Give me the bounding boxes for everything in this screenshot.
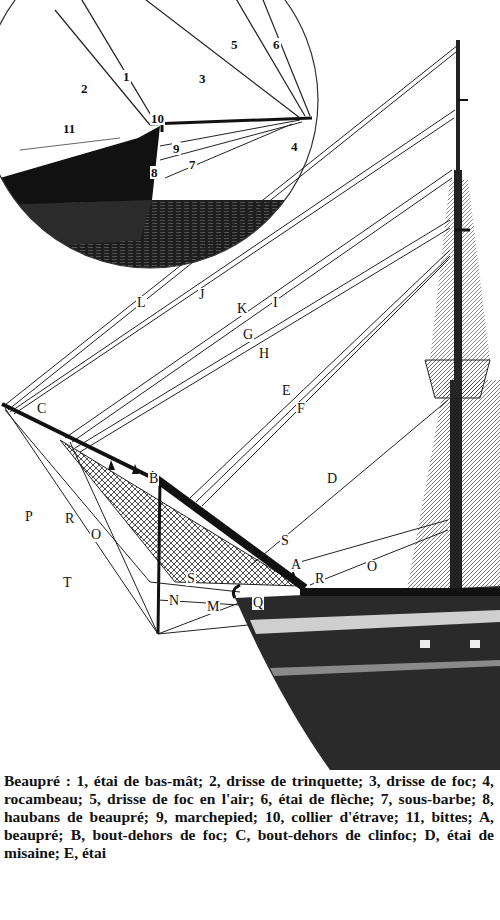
part-letter: N bbox=[168, 594, 180, 608]
part-letter: L bbox=[136, 296, 147, 310]
callout-number: 6 bbox=[272, 38, 281, 51]
stays bbox=[5, 45, 458, 585]
inset-view bbox=[0, 0, 330, 280]
figure-caption: Beaupré : 1, étai de bas-mât; 2, drisse … bbox=[4, 772, 494, 862]
callout-number: 1 bbox=[122, 70, 131, 83]
part-letter: S bbox=[280, 534, 290, 548]
part-letter: G bbox=[242, 328, 254, 342]
part-letter: R bbox=[314, 572, 325, 586]
part-letter: M bbox=[206, 600, 220, 614]
part-letter: E bbox=[281, 384, 292, 398]
callout-number: 10 bbox=[150, 112, 165, 125]
part-letter: D bbox=[326, 472, 338, 486]
part-letter: P bbox=[24, 510, 34, 524]
part-letter: I bbox=[272, 296, 279, 310]
callout-number: 9 bbox=[172, 142, 181, 155]
callout-number: 7 bbox=[188, 158, 197, 171]
part-letter: H bbox=[258, 347, 270, 361]
callout-number: 8 bbox=[150, 166, 159, 179]
callout-number: 3 bbox=[198, 72, 207, 85]
hull bbox=[233, 585, 500, 770]
callout-number: 4 bbox=[290, 140, 299, 153]
part-letter: O bbox=[366, 560, 378, 574]
mast bbox=[405, 40, 500, 605]
part-letter: J bbox=[198, 288, 205, 302]
callout-number: 11 bbox=[62, 122, 76, 135]
part-letter: B bbox=[148, 472, 159, 486]
part-letter: K bbox=[236, 302, 248, 316]
callout-number: 5 bbox=[230, 38, 239, 51]
part-letter: R bbox=[64, 512, 75, 526]
part-letter: Q bbox=[252, 596, 264, 610]
part-letter: O bbox=[90, 528, 102, 542]
bowsprit bbox=[2, 404, 305, 634]
part-letter: F bbox=[296, 402, 306, 416]
part-letter: C bbox=[36, 402, 47, 416]
part-letter: S bbox=[186, 572, 196, 586]
part-letter: A bbox=[290, 558, 302, 572]
callout-number: 2 bbox=[80, 82, 89, 95]
part-letter: T bbox=[62, 576, 73, 590]
